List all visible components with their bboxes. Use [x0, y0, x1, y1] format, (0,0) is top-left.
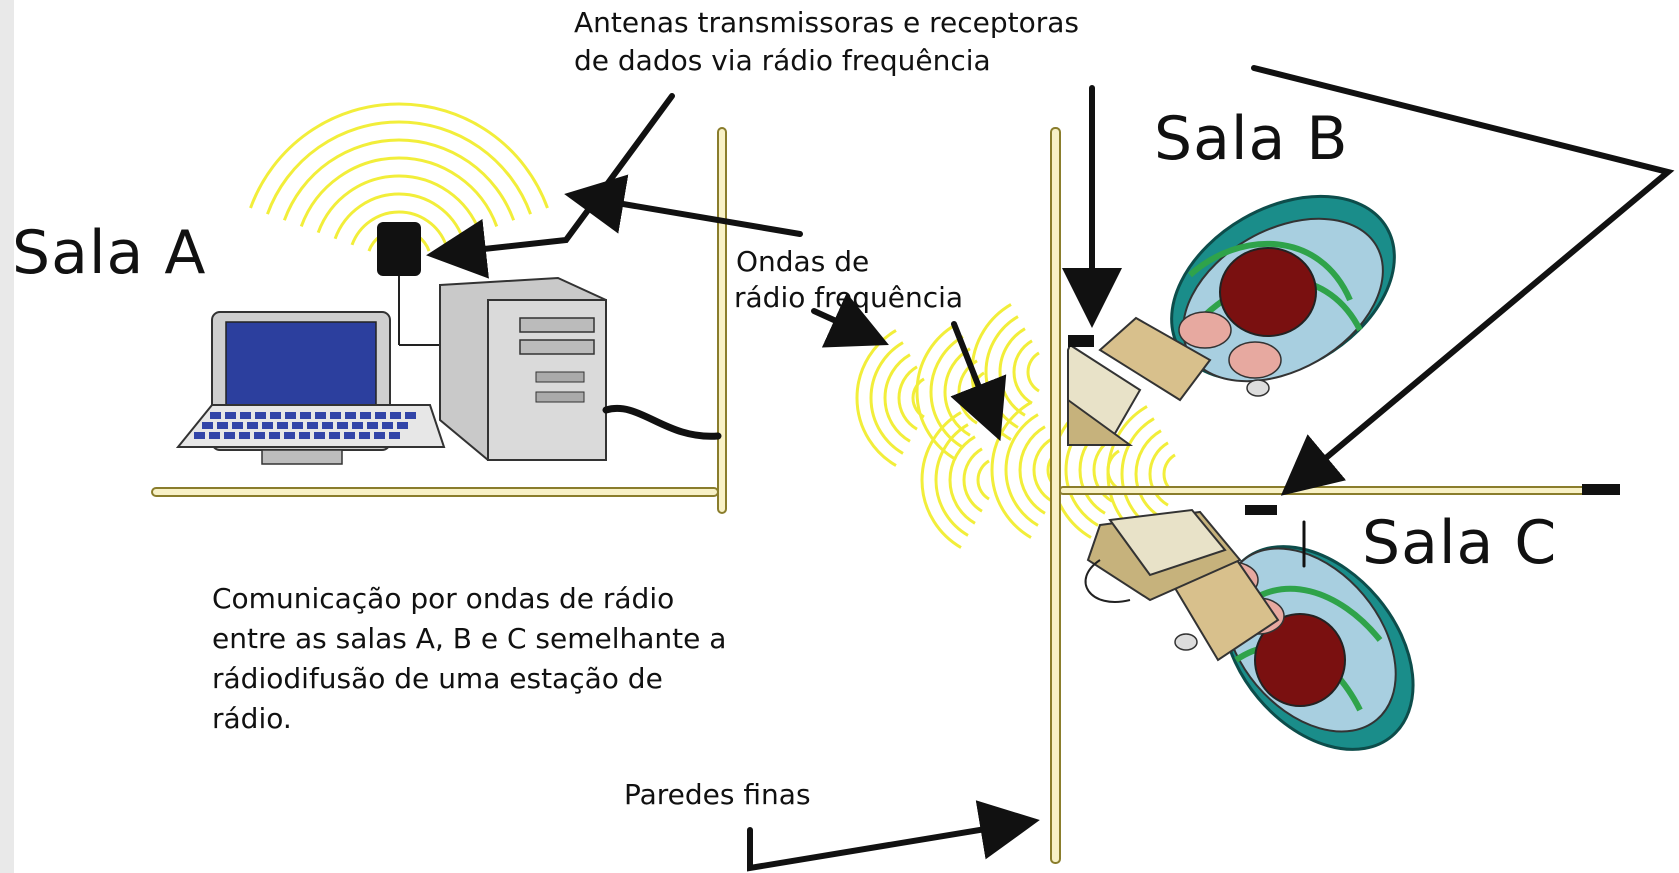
person-at-desk-icon-room-b: [1067, 194, 1396, 446]
wall-room-b-c-divider: [1059, 486, 1589, 495]
keyboard-key: [299, 432, 310, 439]
radio-wave-arc: [333, 192, 465, 240]
keyboard-key: [315, 412, 326, 419]
keyboard-key: [330, 412, 341, 419]
radio-wave-arc: [299, 156, 499, 227]
keyboard-key: [254, 432, 265, 439]
keyboard-key: [262, 422, 273, 429]
radio-wave-arc: [1018, 425, 1046, 515]
keyboard-key: [322, 422, 333, 429]
keyboard-key: [202, 422, 213, 429]
description-line3: rádiodifusão de uma estação de: [212, 662, 663, 695]
radio-wave-arc: [869, 341, 904, 455]
radio-wave-arc: [929, 335, 964, 449]
keyboard-key: [307, 422, 318, 429]
keyboard-key: [217, 422, 228, 429]
keyboard-key: [285, 412, 296, 419]
thin-walls: [151, 127, 1620, 864]
arrow-antenna-c: [1251, 65, 1675, 496]
keyboard-key: [240, 412, 251, 419]
radio-wave-arc: [897, 365, 918, 431]
keyboard-key: [337, 422, 348, 429]
description-line2: entre as salas A, B e C semelhante a: [212, 622, 727, 655]
antennas-label-line1: Antenas transmissoras e receptoras: [574, 6, 1080, 39]
radio-wave-arc: [962, 447, 983, 513]
arrow-walls: [747, 800, 1040, 872]
radio-wave-arc: [976, 459, 990, 501]
keyboard-key: [389, 432, 400, 439]
keyboard-key: [255, 412, 266, 419]
keyboard-key: [225, 412, 236, 419]
description-line4: rádio.: [212, 702, 292, 735]
wall-central-vertical: [1050, 127, 1061, 864]
radio-wave-arc: [998, 327, 1026, 417]
keyboard-key: [375, 412, 386, 419]
keyboard-key: [209, 432, 220, 439]
radio-wave-arc: [1032, 437, 1053, 503]
keyboard-key: [314, 432, 325, 439]
wall-room-a-vertical: [717, 127, 727, 514]
keyboard-key: [270, 412, 281, 419]
keyboard-key: [329, 432, 340, 439]
radio-wave-arc: [883, 353, 911, 443]
radio-wave-arc: [1026, 351, 1040, 393]
radio-wave-arc: [1004, 413, 1039, 527]
keyboard-key: [382, 422, 393, 429]
description-line1: Comunicação por ondas de rádio: [212, 582, 675, 615]
page-edge-bar: [0, 0, 14, 873]
callout-arrows: [426, 65, 1675, 872]
wall-room-a-floor: [151, 487, 719, 497]
radio-wave-arc: [920, 411, 962, 549]
person-at-desk-icon-room-c: [1084, 505, 1415, 751]
keyboard-key: [390, 412, 401, 419]
arrow-waves-down: [950, 321, 1007, 442]
keyboard-key: [284, 432, 295, 439]
keyboard-key: [405, 412, 416, 419]
radio-wave-arc: [948, 435, 976, 525]
keyboard-key: [210, 412, 221, 419]
radio-wave-arc: [1012, 339, 1033, 405]
radio-wave-arc: [266, 120, 532, 215]
keyboard-key: [352, 422, 363, 429]
room-b-label: Sala B: [1154, 104, 1349, 174]
arrow-antenna-a: [426, 93, 675, 279]
keyboard-key: [194, 432, 205, 439]
antennas-label-line2: de dados via rádio frequência: [574, 44, 991, 77]
keyboard-key: [345, 412, 356, 419]
keyboard-key: [277, 422, 288, 429]
radio-wave-arc: [316, 174, 482, 234]
keyboard-key: [360, 412, 371, 419]
radio-wave-arc: [249, 102, 549, 209]
keyboard-key: [344, 432, 355, 439]
keyboard-key: [239, 432, 250, 439]
waves-label-line1: Ondas de: [736, 245, 870, 278]
keyboard-key: [232, 422, 243, 429]
radio-wave-arc: [915, 323, 957, 461]
arrow-waves-a: [564, 174, 803, 237]
keyboard-key: [247, 422, 258, 429]
walls-label: Paredes finas: [624, 778, 811, 811]
room-a-label: Sala A: [12, 218, 207, 288]
keyboard-key: [397, 422, 408, 429]
radio-wave-arc: [990, 401, 1032, 539]
radio-wave-arc: [1148, 441, 1169, 507]
keyboard-key: [300, 412, 311, 419]
desktop-computer-icon: [175, 222, 722, 465]
arrow-waves-left: [811, 292, 889, 348]
keyboard-key: [374, 432, 385, 439]
room-c-label: Sala C: [1362, 508, 1558, 578]
keyboard-key: [269, 432, 280, 439]
radio-wave-arc: [282, 138, 516, 221]
radio-wave-arc: [1134, 429, 1162, 519]
keyboard-key: [367, 422, 378, 429]
keyboard-key: [224, 432, 235, 439]
keyboard-key: [359, 432, 370, 439]
waves-label-line2: rádio frequência: [734, 281, 964, 314]
keyboard-key: [292, 422, 303, 429]
antenna-icon: [377, 222, 440, 346]
